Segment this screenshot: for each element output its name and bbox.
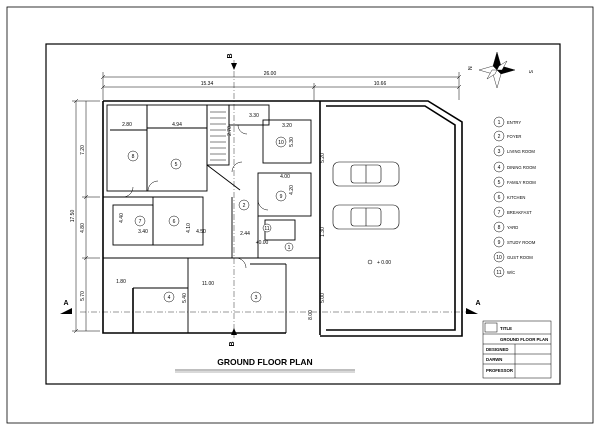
legend-num-11: 11 bbox=[496, 270, 501, 276]
room-number-2: 2 bbox=[243, 203, 246, 209]
section-marker-b-top: B bbox=[227, 53, 234, 58]
legend-num-4: 4 bbox=[498, 165, 501, 171]
dim-270: 2.70 bbox=[227, 126, 233, 136]
dim-400: 4.00 bbox=[280, 174, 290, 180]
legend-label-wc: W/C bbox=[507, 270, 515, 275]
title-block-sheet-no: TITLE bbox=[500, 326, 512, 331]
dim-280: 2.80 bbox=[122, 122, 132, 128]
legend-label-study-room: STUDY ROOM bbox=[507, 240, 536, 245]
legend-label-living-room: LIVING ROOM bbox=[507, 149, 535, 154]
title-block-professor: PROFESSOR bbox=[486, 368, 514, 373]
legend-label-entry: ENTRY bbox=[507, 120, 521, 125]
title-block-sheet-title: GROUND FLOOR PLAN bbox=[500, 337, 548, 342]
dim-depth-top: 7.20 bbox=[80, 145, 86, 155]
compass-s-label: S bbox=[527, 70, 533, 74]
compass-n-label: N bbox=[468, 66, 474, 70]
dim-500: 5.00 bbox=[320, 293, 326, 303]
dim-130: 1.30 bbox=[320, 227, 326, 237]
dim-800: 8.00 bbox=[308, 310, 314, 320]
doors bbox=[122, 124, 269, 269]
legend-num-10: 10 bbox=[496, 255, 502, 261]
dim-340: 3.40 bbox=[138, 229, 148, 235]
room-number-4: 4 bbox=[168, 295, 171, 301]
dim-410: 4.10 bbox=[186, 223, 192, 233]
section-marker-a-right: A bbox=[475, 300, 480, 307]
left-dimensions bbox=[72, 98, 100, 334]
dim-overall-width: 26.00 bbox=[264, 71, 277, 77]
sheet-inner-border bbox=[45, 43, 561, 385]
legend-label-kitchen: KITCHEN bbox=[507, 195, 525, 200]
legend-label-dining-room: DINING ROOM bbox=[507, 165, 536, 170]
level-label: + 0.00 bbox=[377, 260, 391, 266]
section-lines bbox=[80, 60, 470, 338]
legend-label-breakfast: BREAKFAST bbox=[507, 210, 532, 215]
dim-440: 4.40 bbox=[119, 213, 125, 223]
legend-label-yard: YARD bbox=[507, 225, 518, 230]
drawing-title: GROUND FLOOR PLAN bbox=[217, 357, 312, 367]
legend-label-family-room: FAMILY ROOM bbox=[507, 180, 536, 185]
title-block-designed: DESIGNED bbox=[486, 347, 508, 352]
dim-420: 4.20 bbox=[289, 185, 295, 195]
room-number-5: 5 bbox=[175, 162, 178, 168]
legend-num-1: 1 bbox=[498, 120, 501, 126]
room-number-8: 8 bbox=[132, 154, 135, 160]
room-number-9: 9 bbox=[280, 194, 283, 200]
car-upper bbox=[332, 161, 400, 187]
stairs bbox=[210, 111, 226, 161]
dim-330: 3.30 bbox=[249, 113, 259, 119]
dim-depth-bottom: 5.70 bbox=[80, 291, 86, 301]
legend-label-gust-room: GUST ROOM bbox=[507, 255, 533, 260]
dim-450: 4.50 bbox=[196, 229, 206, 235]
legend-num-5: 5 bbox=[498, 180, 501, 186]
level-label-small: +0.00 bbox=[256, 240, 269, 246]
dim-244: 2.44 bbox=[240, 231, 250, 237]
level-marker bbox=[367, 259, 373, 265]
dim-1100: 11.00 bbox=[202, 281, 214, 287]
interior-walls bbox=[103, 104, 320, 333]
legend-num-7: 7 bbox=[498, 210, 501, 216]
compass-icon bbox=[478, 51, 516, 89]
room-markers bbox=[127, 136, 294, 303]
section-markers bbox=[60, 63, 478, 335]
section-marker-a-left: A bbox=[63, 300, 68, 307]
legend-num-6: 6 bbox=[498, 195, 501, 201]
dim-540: 5.40 bbox=[182, 293, 188, 303]
legend-label-foyer: FOYER bbox=[507, 134, 521, 139]
title-block-drawn: DARWN bbox=[486, 357, 502, 362]
legend-num-3: 3 bbox=[498, 149, 501, 155]
title-block bbox=[482, 320, 552, 379]
sheet-outer-border bbox=[6, 6, 594, 424]
room-number-7: 7 bbox=[139, 219, 142, 225]
legend-num-9: 9 bbox=[498, 240, 501, 246]
room-legend: 1 2 3 4 5 6 7 8 9 10 11 ENTRY FOYER LIVI… bbox=[493, 116, 536, 278]
dim-320: 3.20 bbox=[282, 123, 292, 129]
dim-overall-depth: 17.50 bbox=[70, 210, 76, 223]
dim-520a: 5.20 bbox=[320, 153, 326, 163]
dim-depth-mid: 4.80 bbox=[80, 223, 86, 233]
room-number-1: 1 bbox=[288, 245, 291, 251]
room-number-3: 3 bbox=[255, 295, 258, 301]
room-number-11: 11 bbox=[264, 226, 269, 232]
dim-left-width: 15.34 bbox=[201, 81, 214, 87]
dim-180: 1.80 bbox=[116, 279, 126, 285]
legend-num-2: 2 bbox=[498, 134, 501, 140]
section-marker-b-bottom: B bbox=[229, 341, 236, 346]
top-dimensions bbox=[100, 72, 462, 100]
car-lower bbox=[332, 204, 400, 230]
room-number-10: 10 bbox=[278, 140, 284, 146]
dim-right-width: 10.66 bbox=[374, 81, 387, 87]
room-number-6: 6 bbox=[173, 219, 176, 225]
legend-num-8: 8 bbox=[498, 225, 501, 231]
dim-494: 4.94 bbox=[172, 122, 182, 128]
exterior-walls bbox=[102, 100, 463, 337]
dim-530: 5.30 bbox=[289, 137, 295, 147]
